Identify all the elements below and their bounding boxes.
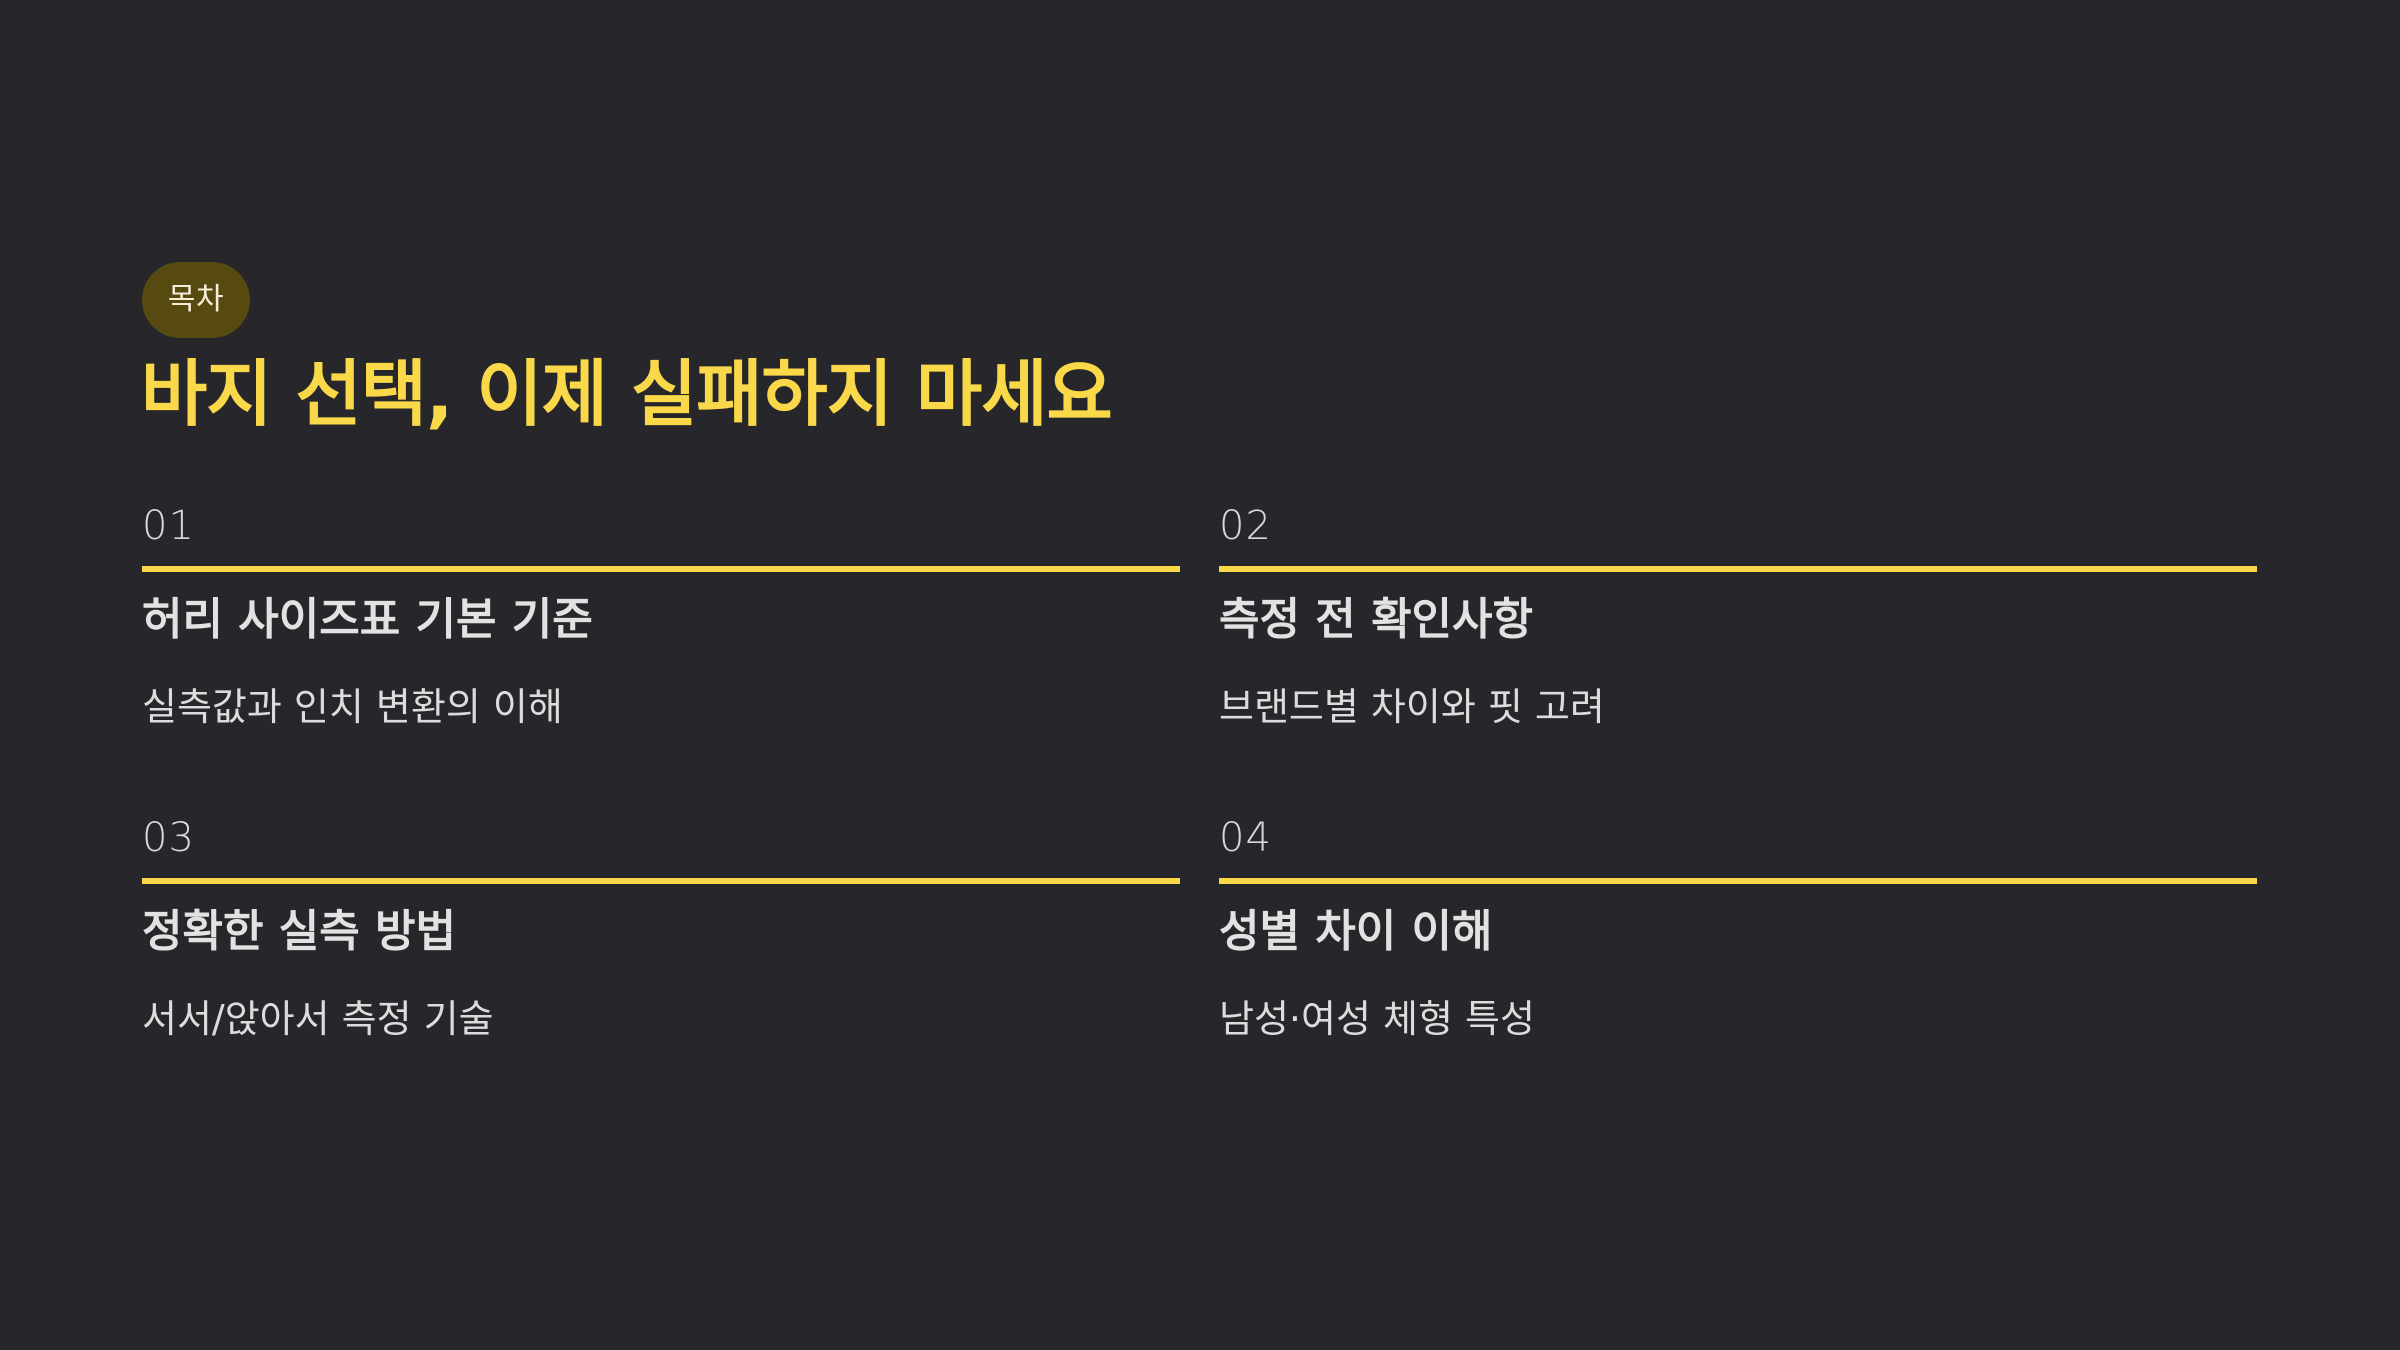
toc-item-heading: 성별 차이 이해 bbox=[1219, 906, 1493, 957]
toc-item-divider bbox=[142, 878, 1180, 884]
toc-item-number: 03 bbox=[142, 815, 195, 861]
toc-item-description: 실측값과 인치 변환의 이해 bbox=[142, 685, 563, 729]
toc-item-description: 서서/앉아서 측정 기술 bbox=[142, 997, 494, 1041]
toc-item-heading: 측정 전 확인사항 bbox=[1219, 594, 1533, 645]
toc-item-heading: 허리 사이즈표 기본 기준 bbox=[142, 594, 593, 645]
toc-item-divider bbox=[1219, 566, 2257, 572]
toc-item-number: 02 bbox=[1219, 503, 1272, 549]
toc-item-divider bbox=[1219, 878, 2257, 884]
toc-item-number: 04 bbox=[1219, 815, 1272, 861]
toc-item-description: 브랜드별 차이와 핏 고려 bbox=[1219, 685, 1605, 729]
toc-item-number: 01 bbox=[142, 503, 195, 549]
toc-item-heading: 정확한 실측 방법 bbox=[142, 906, 456, 957]
toc-item-divider bbox=[142, 566, 1180, 572]
toc-badge: 목차 bbox=[142, 262, 250, 338]
page-title: 바지 선택, 이제 실패하지 마세요 bbox=[141, 352, 1113, 436]
toc-item-description: 남성·여성 체형 특성 bbox=[1219, 997, 1535, 1041]
toc-badge-label: 목차 bbox=[167, 282, 225, 317]
